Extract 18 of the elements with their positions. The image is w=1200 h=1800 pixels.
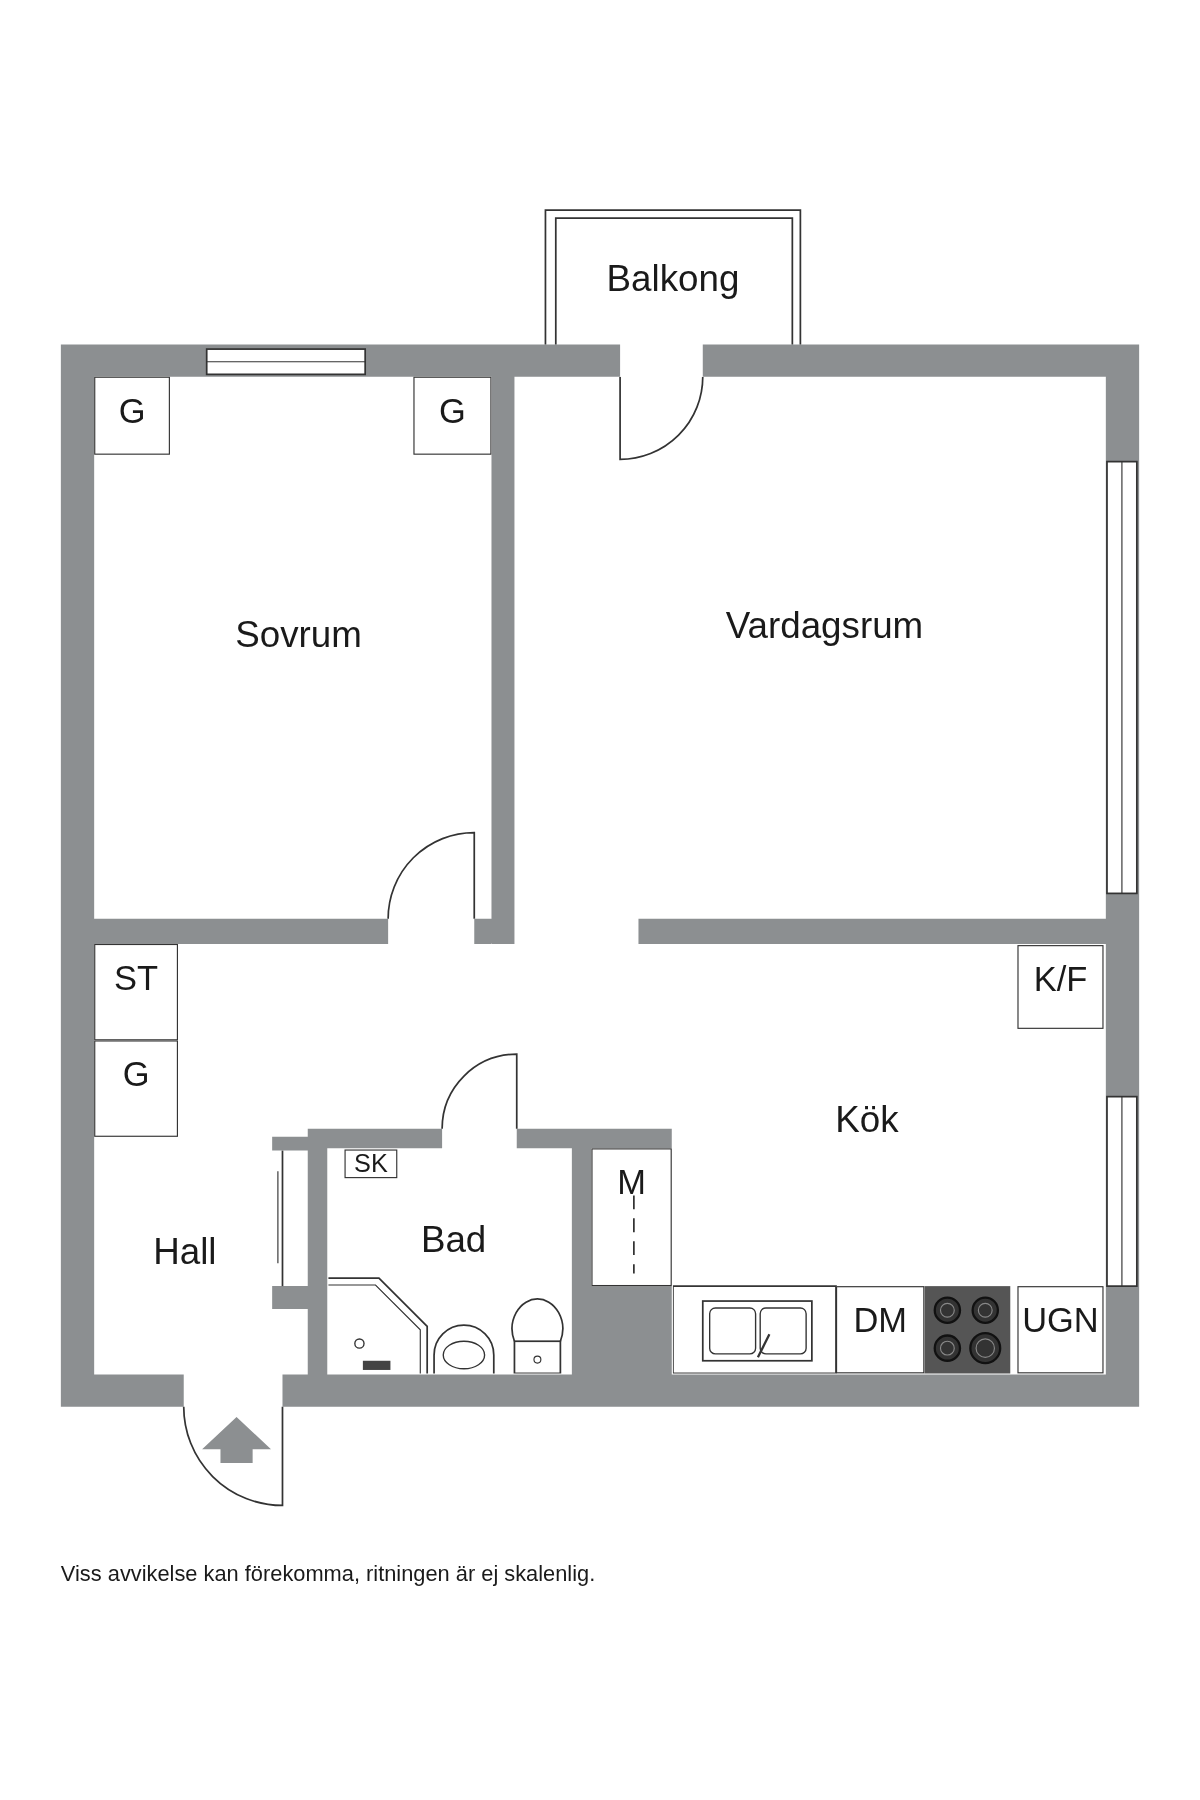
storage-closet: G bbox=[94, 1040, 178, 1137]
room-label: Kök bbox=[835, 1098, 899, 1141]
storage-closet: UGN bbox=[1017, 1286, 1104, 1374]
room-label: Balkong bbox=[606, 257, 740, 301]
room-label: Bad bbox=[420, 1218, 487, 1262]
storage-closet: G bbox=[413, 376, 492, 455]
storage-closet: K/F bbox=[1017, 945, 1104, 1029]
room-floor bbox=[94, 376, 492, 919]
disclaimer-note: Viss avvikelse kan förekomma, ritningen är ej skalenlig. bbox=[60, 1561, 596, 1587]
room-label: Vardagsrum bbox=[725, 604, 924, 648]
storage-closet: G bbox=[94, 376, 170, 455]
room-floor bbox=[672, 945, 1104, 1374]
storage-closet: DM bbox=[836, 1286, 925, 1374]
storage-closet: M bbox=[591, 1148, 672, 1287]
storage-closet: ST bbox=[94, 943, 178, 1041]
room-label: Hall bbox=[153, 1230, 217, 1273]
room-label: Sovrum bbox=[235, 613, 362, 657]
storage-closet: SK bbox=[344, 1149, 398, 1179]
